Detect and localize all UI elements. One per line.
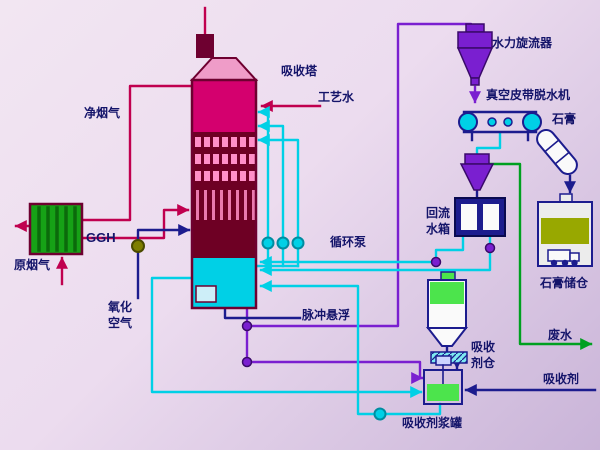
truck-wheel-1 <box>550 259 558 267</box>
tower-packing-stripes <box>192 186 256 222</box>
oxidation-air-line-upper <box>136 224 191 242</box>
cyclone-cone <box>456 47 494 79</box>
return-tank-cell-1 <box>461 204 477 230</box>
label-absorbent-silo: 吸收剂仓 <box>471 340 496 370</box>
label-vacuum-belt: 真空皮带脱水机 <box>486 88 571 102</box>
tower-stack <box>196 34 214 58</box>
return-pump-2 <box>484 242 496 254</box>
cyclone-body <box>457 31 493 49</box>
belt-roller-mid-1 <box>487 117 497 127</box>
label-hydrocyclone: 水力旋流器 <box>492 36 553 50</box>
label-gypsum: 石膏 <box>552 112 577 126</box>
clean-gas-to-ggh-line <box>82 84 194 222</box>
flue-gas-lines <box>14 6 322 286</box>
ggh-to-tower-line <box>80 204 190 240</box>
slurry-tank-body <box>423 369 463 405</box>
pump-suction-risers <box>266 246 300 268</box>
label-raw-flue-gas: 原烟气 <box>14 258 51 272</box>
tower-cap <box>189 57 259 81</box>
label-process-water: 工艺水 <box>318 90 355 104</box>
truck-bed <box>547 249 571 262</box>
label-absorbent-slurry-tank: 吸收剂浆罐 <box>402 416 463 430</box>
label-gypsum-silo: 石膏储仓 <box>540 276 589 290</box>
spray-line-2 <box>257 120 285 240</box>
belt-roller-mid-2 <box>503 117 513 127</box>
silo-neck <box>559 193 573 203</box>
silo-gypsum-level <box>541 218 589 244</box>
cyclone-tip <box>470 77 480 86</box>
truck-wheel-3 <box>571 259 578 267</box>
tower-sump-box <box>195 285 217 303</box>
truck-wheel-2 <box>561 259 569 267</box>
spray-line-1 <box>257 106 270 240</box>
wastewater-cyclone <box>459 153 495 191</box>
cyclone-cap <box>465 23 485 33</box>
circulation-pump-2 <box>276 236 290 250</box>
hydrocyclone <box>456 23 494 86</box>
belt-filtrate-line <box>475 132 502 155</box>
label-absorbent: 吸收剂 <box>543 372 580 386</box>
oxidation-air-blower <box>131 239 145 253</box>
slurry-level <box>427 384 459 401</box>
gypsum-silo <box>537 193 593 267</box>
absorbent-level <box>430 282 464 304</box>
absorbent-silo-cone <box>425 327 469 347</box>
slurry-feed-pump <box>373 407 387 421</box>
gypsum-chute <box>536 128 578 176</box>
absorbent-feed-line <box>259 280 442 416</box>
vacuum-belt-dewaterer <box>458 110 542 142</box>
slurry-pump-2 <box>241 356 253 368</box>
belt-roller-right <box>522 112 542 132</box>
label-circulation-pump: 循环泵 <box>330 235 367 249</box>
label-pulse-suspension: 脉冲悬浮 <box>302 308 351 322</box>
ggh-heat-exchanger <box>28 202 84 256</box>
spray-line-3 <box>257 134 300 240</box>
cyclone2-cone <box>459 163 495 191</box>
truck-icon <box>547 249 580 267</box>
label-ggh: GGH <box>86 230 116 245</box>
misc-lines <box>136 162 597 396</box>
return-water-tank <box>454 197 506 237</box>
belt-frame <box>462 110 538 142</box>
wastewater-line <box>486 162 593 350</box>
ggh-fins <box>37 206 77 252</box>
circulation-pump-3 <box>291 236 305 250</box>
absorber-tower <box>189 34 259 310</box>
tower-oxidation-section <box>192 222 256 258</box>
chute-bands <box>543 138 571 166</box>
label-wastewater: 废水 <box>548 328 573 342</box>
circulation-pump-1 <box>261 236 275 250</box>
label-oxidation-air: 氧化空气 <box>108 300 133 330</box>
return-tank-cell-2 <box>483 204 499 230</box>
chute-body <box>536 128 578 176</box>
tower-tray-grid <box>192 132 256 186</box>
silo-vent <box>440 271 456 281</box>
cyclone2-cap <box>464 153 490 165</box>
makeup-water-line <box>150 276 423 398</box>
water-lines <box>150 106 502 416</box>
agitator-motor <box>435 355 452 366</box>
absorbent-slurry-tank <box>423 355 463 405</box>
label-clean-flue-gas: 净烟气 <box>84 106 121 120</box>
belt-roller-left <box>458 112 478 132</box>
pulse-suspension-line <box>223 306 302 320</box>
pumps <box>131 236 496 421</box>
slurry-to-tank-line <box>245 360 424 384</box>
return-pump-1 <box>430 256 442 268</box>
return-water-line-1 <box>259 234 465 268</box>
slurry-pump-1 <box>241 320 253 332</box>
label-absorber-tower: 吸收塔 <box>281 64 318 78</box>
truck-cab <box>569 252 580 262</box>
label-return-water-tank: 回流水箱 <box>426 206 451 236</box>
tower-outline <box>190 78 258 310</box>
tower-spray-section <box>192 80 256 132</box>
